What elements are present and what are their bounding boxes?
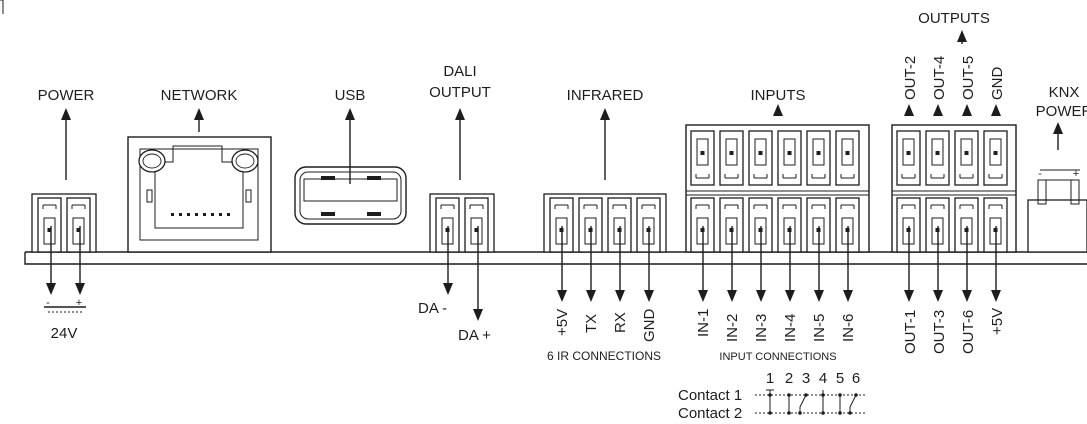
contact-number-1: 1 xyxy=(766,370,774,387)
ir-pin-5v: +5V xyxy=(554,309,571,336)
outputs-label: OUTPUTS xyxy=(918,10,990,27)
dali-plus-label: DA + xyxy=(458,327,491,344)
output-pin-out1: OUT-1 xyxy=(902,310,919,354)
knx-plus-label: + xyxy=(1073,168,1079,180)
input-pin-4: IN-4 xyxy=(782,314,799,342)
network-label: NETWORK xyxy=(161,87,238,104)
contact-number-5: 5 xyxy=(836,370,844,387)
infrared-label: INFRARED xyxy=(567,87,644,104)
power-minus-label: - xyxy=(46,297,50,309)
knx-label-line1: KNX xyxy=(1049,84,1080,101)
dali-label-line2: OUTPUT xyxy=(429,84,491,101)
power-label: POWER xyxy=(38,87,95,104)
input-pin-3: IN-3 xyxy=(753,314,770,342)
input-pin-6: IN-6 xyxy=(840,314,857,342)
output-pin-5v: +5V xyxy=(989,308,1006,335)
usb-port xyxy=(294,108,407,225)
contact-diagram: 1 2 3 4 5 6 Contact 1 Contact 2 xyxy=(678,370,866,422)
knx-label-line2: POWER xyxy=(1036,103,1087,120)
dali-connector xyxy=(429,108,495,321)
inputs-label: INPUTS xyxy=(750,87,805,104)
contact-number-4: 4 xyxy=(819,370,827,387)
dali-minus-label: DA - xyxy=(418,300,447,317)
contact-1-label: Contact 1 xyxy=(678,387,742,404)
output-pin-out6: OUT-6 xyxy=(960,310,977,354)
inputs-connector xyxy=(685,104,870,302)
knx-power-connector xyxy=(1027,122,1087,253)
input-pin-1: IN-1 xyxy=(695,309,712,337)
output-pin-out5: OUT-5 xyxy=(960,56,977,100)
ir-pin-tx: TX xyxy=(583,314,600,333)
infrared-connector xyxy=(543,108,667,302)
ir-pin-gnd: GND xyxy=(641,309,658,343)
output-pin-gnd: GND xyxy=(989,67,1006,101)
ir-pin-rx: RX xyxy=(612,312,629,333)
output-pin-out4: OUT-4 xyxy=(931,56,948,100)
inputs-caption: INPUT CONNECTIONS xyxy=(719,351,836,363)
input-pin-5: IN-5 xyxy=(811,314,828,342)
outputs-connector xyxy=(891,30,1017,302)
output-pin-out3: OUT-3 xyxy=(931,310,948,354)
network-port xyxy=(127,108,272,253)
usb-label: USB xyxy=(335,87,366,104)
dali-label-line1: DALI xyxy=(443,63,476,80)
output-pin-out2: OUT-2 xyxy=(902,56,919,100)
contact-2-label: Contact 2 xyxy=(678,405,742,422)
power-plus-label: + xyxy=(76,297,82,309)
contact-number-2: 2 xyxy=(785,370,793,387)
power-voltage-label: 24V xyxy=(51,325,78,342)
ir-caption: 6 IR CONNECTIONS xyxy=(547,349,661,363)
contact-number-3: 3 xyxy=(802,370,810,387)
knx-minus-label: - xyxy=(1038,168,1042,180)
power-connector xyxy=(31,108,97,313)
contact-number-6: 6 xyxy=(852,370,860,387)
input-pin-2: IN-2 xyxy=(724,314,741,342)
